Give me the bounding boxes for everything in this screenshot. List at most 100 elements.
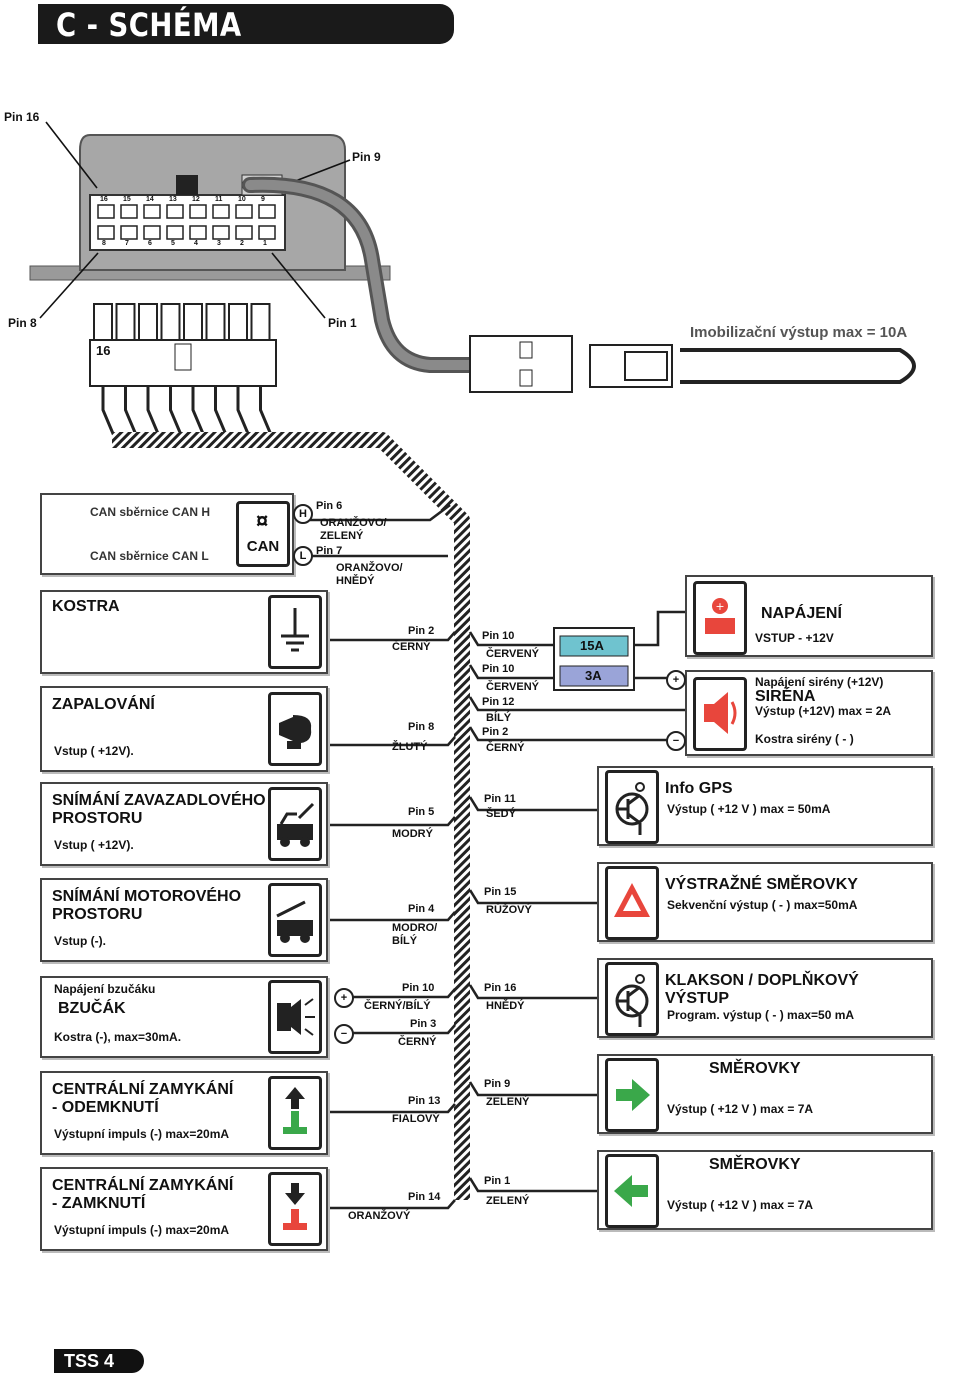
left-pin-label: Pin 4 bbox=[408, 903, 435, 915]
device-sub: Sekvenční výstup ( - ) max=50mA bbox=[667, 898, 858, 912]
plug-label: 16 bbox=[96, 343, 111, 358]
device-sub: Vstup ( +12V). bbox=[54, 744, 134, 758]
power-wire10b: ČERVENÝ bbox=[486, 681, 539, 693]
left-pin-label: Pin 14 bbox=[408, 1191, 441, 1203]
power-wire2: ČERNÝ bbox=[486, 742, 525, 754]
buzzer-plus-terminal: + bbox=[334, 988, 354, 1008]
can-box: CAN sběrnice CAN H CAN sběrnice CAN L CA… bbox=[40, 493, 294, 575]
connector-top-number: 14 bbox=[146, 196, 154, 203]
title-bar: C - SCHÉMA ZAPOJENÍ bbox=[38, 4, 454, 82]
device-transistor-icon bbox=[605, 962, 659, 1036]
connector-cell bbox=[189, 225, 207, 240]
right-device-box: SMĚROVKY Výstup ( +12 V ) max = 7A bbox=[597, 1150, 933, 1230]
device-title: KLAKSON / DOPLŇKOVÝ VÝSTUP bbox=[665, 972, 859, 1007]
device-title: SNÍMÁNÍ MOTOROVÉHO PROSTORU bbox=[52, 888, 242, 923]
connector-top-number: 15 bbox=[123, 196, 131, 203]
device-sub: Výstup ( +12 V ) max = 50mA bbox=[667, 802, 831, 816]
siren-icon bbox=[693, 677, 747, 751]
power-sub: VSTUP - +12V bbox=[755, 631, 834, 645]
right-pin-label: Pin 11 bbox=[484, 793, 516, 805]
can-symbol: ¤ bbox=[256, 508, 269, 533]
connector-bottom-number: 3 bbox=[217, 240, 221, 247]
harness-bundle bbox=[112, 432, 470, 1200]
right-wire-label: ŠEDÝ bbox=[486, 808, 516, 820]
plug-wire bbox=[124, 386, 138, 437]
can-wire6: ORANŽOVO/ ZELENÝ bbox=[320, 517, 387, 542]
connector-top-number: 11 bbox=[215, 196, 223, 203]
left-device-box: SNÍMÁNÍ MOTOROVÉHO PROSTORU Vstup (-). bbox=[40, 878, 328, 962]
plug-tooth bbox=[205, 303, 226, 343]
power-wire10a: ČERVENÝ bbox=[486, 648, 539, 660]
can-logo-text: CAN bbox=[246, 538, 280, 555]
power-title: NAPÁJENÍ bbox=[761, 605, 842, 622]
power-pin12: Pin 12 bbox=[482, 696, 515, 708]
siren-box: Napájení sirény (+12V) SIRÉNA Výstup (+1… bbox=[685, 670, 933, 756]
left-wire-label: ŽLUTÝ bbox=[392, 741, 428, 753]
left-wire-label: MODRÝ bbox=[392, 828, 433, 840]
connector-bottom-number: 2 bbox=[240, 240, 244, 247]
connector-cell bbox=[166, 225, 184, 240]
connector-bottom-number: 7 bbox=[125, 240, 129, 247]
right-device-box: SMĚROVKY Výstup ( +12 V ) max = 7A bbox=[597, 1054, 933, 1134]
buzzer-minus-terminal: − bbox=[334, 1024, 354, 1044]
connector-cell bbox=[212, 204, 230, 219]
device-title: CENTRÁLNÍ ZAMYKÁNÍ - ZAMKNUTÍ bbox=[52, 1177, 234, 1212]
left-pin-label: Pin 10 bbox=[402, 982, 435, 994]
plug-wire bbox=[259, 386, 273, 437]
device-title: CENTRÁLNÍ ZAMYKÁNÍ - ODEMKNUTÍ bbox=[52, 1081, 234, 1116]
device-title: ZAPALOVÁNÍ bbox=[52, 696, 155, 713]
right-wire-label: ZELENÝ bbox=[486, 1195, 530, 1207]
connector-cell bbox=[143, 204, 161, 219]
left-wire-label: ČERNÝ bbox=[398, 1036, 437, 1048]
device-sub: Vstup (-). bbox=[54, 934, 106, 948]
left-device-box: CENTRÁLNÍ ZAMYKÁNÍ - ODEMKNUTÍ Výstupní i… bbox=[40, 1071, 328, 1155]
connector-top-number: 9 bbox=[261, 196, 265, 203]
connector-top-number: 16 bbox=[100, 196, 108, 203]
device-trunk-icon bbox=[268, 787, 322, 861]
device-sub: Výstupní impuls (-) max=20mA bbox=[54, 1127, 230, 1141]
fuse1-label: 15A bbox=[580, 638, 604, 653]
pin1-label: Pin 1 bbox=[328, 316, 357, 330]
page-title: C - SCHÉMA ZAPOJENÍ bbox=[56, 6, 242, 82]
device-transistor-icon bbox=[605, 770, 659, 844]
siren-ground: Kostra sirény ( - ) bbox=[755, 732, 854, 746]
device-ground-icon bbox=[268, 595, 322, 669]
siren-top: Napájení sirény (+12V) bbox=[755, 675, 884, 689]
power-box: + NAPÁJENÍ VSTUP - +12V bbox=[685, 575, 933, 657]
right-device-box: KLAKSON / DOPLŇKOVÝ VÝSTUP Program. výst… bbox=[597, 958, 933, 1038]
can-icon: CAN ¤ bbox=[236, 501, 290, 567]
plug-tooth bbox=[250, 303, 271, 343]
page-badge: TSS 4 bbox=[54, 1349, 144, 1373]
device-sub: Výstupní impuls (-) max=20mA bbox=[54, 1223, 230, 1237]
power-pin10b: Pin 10 bbox=[482, 663, 515, 675]
power-pin2: Pin 2 bbox=[482, 726, 509, 738]
connector-top-number: 10 bbox=[238, 196, 246, 203]
power-wire12: BÍLÝ bbox=[486, 712, 512, 724]
device-title: BZUČÁK bbox=[58, 1000, 126, 1017]
device-top-label: Napájení bzučáku bbox=[54, 982, 156, 996]
fuse-block bbox=[553, 627, 635, 691]
battery-icon: + bbox=[693, 581, 747, 655]
right-device-box: Info GPS Výstup ( +12 V ) max = 50mA bbox=[597, 766, 933, 846]
connector-top-number: 13 bbox=[169, 196, 177, 203]
connector-cell bbox=[235, 204, 253, 219]
svg-text:+: + bbox=[715, 600, 724, 613]
siren-plus-terminal: + bbox=[666, 670, 686, 690]
plug-wire bbox=[169, 386, 183, 437]
immobilizer-label: Imobilizační výstup max = 10A bbox=[690, 324, 908, 341]
immobilizer-cable bbox=[242, 176, 916, 393]
plug-tooth bbox=[183, 303, 203, 343]
can-wire7: ORANŽOVO/ HNĚDÝ bbox=[336, 562, 403, 587]
plug-tooth bbox=[138, 303, 158, 343]
device-unlock-icon bbox=[268, 1076, 322, 1150]
plug-tooth bbox=[93, 303, 113, 343]
left-wire-label: ORANŽOVÝ bbox=[348, 1210, 411, 1222]
right-wire-label: HNĚDÝ bbox=[486, 1000, 525, 1012]
left-device-box: ZAPALOVÁNÍ Vstup ( +12V). bbox=[40, 686, 328, 772]
plug-wire bbox=[146, 386, 161, 437]
device-title: SMĚROVKY bbox=[709, 1156, 801, 1173]
device-title: Info GPS bbox=[665, 780, 733, 797]
